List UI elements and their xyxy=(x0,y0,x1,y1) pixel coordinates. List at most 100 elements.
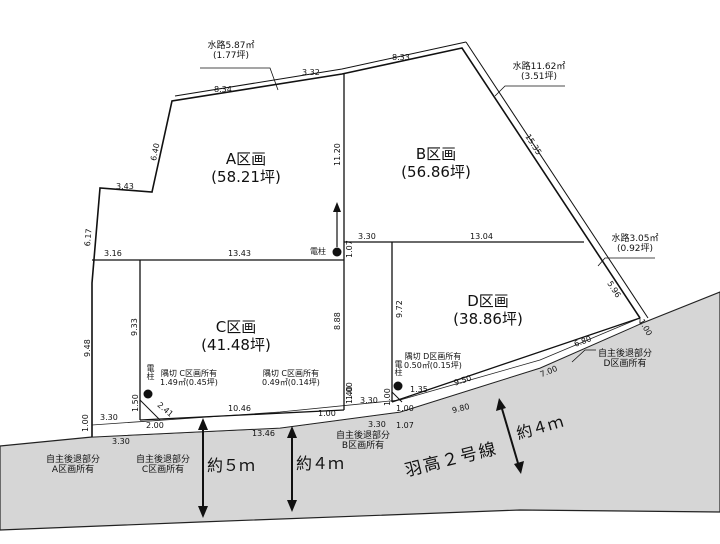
setback-b-line1: 自主後退部分 xyxy=(336,431,391,441)
road-width-5m: 約５ｍ xyxy=(207,456,256,475)
road-arrow-4m-a-top xyxy=(287,426,297,438)
setback-b: 自主後退部分 B区画所有 xyxy=(336,431,390,452)
dim-980: 9.80 xyxy=(451,401,471,416)
waterway-1-tsubo: (1.77坪) xyxy=(212,51,250,62)
lot-b-area: (56.86坪) xyxy=(401,163,471,181)
dim-200: 2.00 xyxy=(146,421,164,430)
corner-cut-c1-area: 1.49㎡(0.45坪) xyxy=(160,378,218,388)
setback-d-line2: D区画所有 xyxy=(603,359,647,370)
waterway-3-area: 水路3.05㎡ xyxy=(611,234,659,244)
corner-cut-c2-area: 0.49㎡(0.14坪) xyxy=(262,378,320,388)
dim-100-b: 1.00 xyxy=(345,382,354,400)
setback-a-line1: 自主後退部分 xyxy=(46,455,101,465)
lot-b-label: B区画 (56.86坪) xyxy=(386,145,486,181)
corner-cut-d-area: 0.50㎡(0.15坪) xyxy=(404,361,462,371)
dim-100-a: 1.00 xyxy=(318,409,336,418)
lot-d-label: D区画 (38.86坪) xyxy=(438,292,538,328)
dim-330-a: 3.30 xyxy=(358,232,376,241)
dim-1535: 15.35 xyxy=(523,132,544,157)
setback-b-line2: B区画所有 xyxy=(341,441,385,452)
dim-100-c: 1.00 xyxy=(383,388,392,406)
dim-596: 5.96 xyxy=(605,279,623,300)
dim-1046: 10.46 xyxy=(228,404,251,413)
road-arrow-4m-b xyxy=(499,401,521,471)
corner-cut-d: 隅切 D区画所有 0.50㎡(0.15坪) xyxy=(404,352,462,370)
pole-label-3: 電柱 xyxy=(394,360,403,376)
lot-b-name: B区画 xyxy=(415,145,457,163)
dim-100-e: 1.00 xyxy=(396,404,414,413)
corner-cut-c xyxy=(139,399,161,421)
dim-1304: 13.04 xyxy=(470,232,493,241)
setback-strip xyxy=(91,317,641,438)
setback-c-line1: 自主後退部分 xyxy=(136,455,191,465)
lot-a-label: A区画 (58.21坪) xyxy=(196,150,296,186)
dim-107-b: 1.07 xyxy=(396,421,414,430)
dim-834: 8.34 xyxy=(214,85,232,94)
road-width-4m-a: 約４ｍ xyxy=(296,454,345,473)
dim-617: 6.17 xyxy=(83,228,94,247)
dim-330-c: 3.30 xyxy=(100,413,118,422)
road-arrow-5m-top xyxy=(198,418,208,430)
lot-c-label: C区画 (41.48坪) xyxy=(186,318,286,354)
lot-a-area: (58.21坪) xyxy=(211,168,281,186)
arrow-head xyxy=(333,202,341,212)
dim-332: 3.32 xyxy=(302,68,320,77)
waterway-1-area: 水路5.87㎡ xyxy=(207,41,255,51)
dim-100-r: 1.00 xyxy=(637,317,654,338)
corner-cut-c2: 隅切 C区画所有 0.49㎡(0.14坪) xyxy=(262,369,320,387)
setback-d: 自主後退部分 D区画所有 xyxy=(598,349,652,370)
dim-135: 1.35 xyxy=(410,385,428,394)
waterway-1: 水路5.87㎡ (1.77坪) xyxy=(196,41,266,62)
pole-label-1: 電柱 xyxy=(310,247,326,256)
leader-w2 xyxy=(494,85,565,97)
lot-d-area: (38.86坪) xyxy=(453,310,523,328)
corner-cut-c2-title: 隅切 C区画所有 xyxy=(262,369,319,378)
setback-d-line1: 自主後退部分 xyxy=(598,349,653,359)
waterway-right xyxy=(465,41,649,319)
dim-241: 2.41 xyxy=(155,400,175,419)
waterway-2-tsubo: (3.51坪) xyxy=(520,72,558,83)
leader-w1 xyxy=(200,67,279,91)
dim-888: 8.88 xyxy=(333,312,342,330)
road-width-4m-b: 約４ｍ xyxy=(514,411,566,444)
dim-640: 6.40 xyxy=(149,142,162,162)
dim-933: 9.33 xyxy=(130,318,139,336)
dim-1120: 11.20 xyxy=(333,143,342,166)
pole-marker-3 xyxy=(393,381,403,391)
road-arrow-4m-a-bot xyxy=(287,500,297,512)
dim-833: 8.33 xyxy=(392,53,410,62)
road-arrow-5m-bot xyxy=(198,506,208,518)
waterway-top xyxy=(174,41,467,97)
dim-316: 3.16 xyxy=(104,249,122,258)
lot-c-area: (41.48坪) xyxy=(201,336,271,354)
corner-cut-d-title: 隅切 D区画所有 xyxy=(404,352,462,361)
line-d-bottom xyxy=(391,317,641,403)
corner-cut-d xyxy=(391,391,403,403)
dim-680: 6.80 xyxy=(572,334,593,349)
waterway-2: 水路11.62㎡ (3.51坪) xyxy=(504,62,574,83)
pole-label-2: 電柱 xyxy=(146,364,155,380)
dim-1343: 13.43 xyxy=(228,249,251,258)
corner-cut-c1-title: 隅切 C区画所有 xyxy=(160,369,217,378)
road-arrow-4m-b-top xyxy=(496,398,506,411)
dim-330-e: 3.30 xyxy=(112,437,130,446)
leader-w3 xyxy=(597,257,655,267)
waterway-3-tsubo: (0.92坪) xyxy=(616,244,654,255)
pole-marker-1 xyxy=(332,247,342,257)
lot-a-name: A区画 xyxy=(225,150,267,168)
pole-marker-2 xyxy=(143,389,153,399)
dim-150: 1.50 xyxy=(131,394,140,412)
waterway-3: 水路3.05㎡ (0.92坪) xyxy=(600,234,670,255)
dim-343: 3.43 xyxy=(116,182,134,191)
setback-c-line2: C区画所有 xyxy=(141,465,185,476)
dim-1346: 13.46 xyxy=(252,429,275,438)
road-name: 羽高２号線 xyxy=(402,438,500,482)
dim-330-d: 3.30 xyxy=(368,420,386,429)
corner-cut-c1: 隅切 C区画所有 1.49㎡(0.45坪) xyxy=(160,369,218,387)
line-c-bottom xyxy=(139,409,345,421)
waterway-2-area: 水路11.62㎡ xyxy=(512,62,566,72)
dim-330-b: 3.30 xyxy=(360,396,378,405)
setback-a-line2: A区画所有 xyxy=(51,465,95,476)
dim-950: 9.50 xyxy=(452,373,473,388)
road-arrow-4m-b-bot xyxy=(514,461,524,474)
